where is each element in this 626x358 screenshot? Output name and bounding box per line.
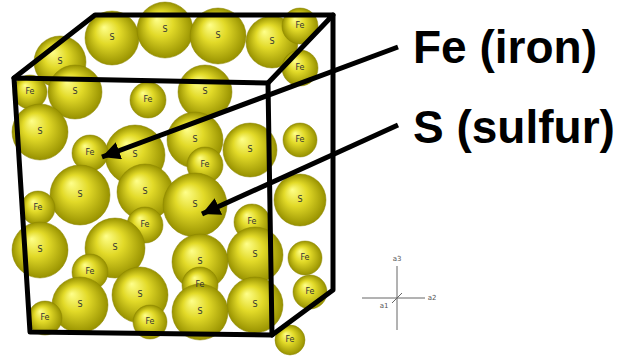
atom-label: S <box>77 301 82 309</box>
atom-label: S <box>72 88 77 96</box>
atom-label: Fe <box>85 268 94 276</box>
atom-label: S <box>252 251 257 259</box>
atom-label: S <box>269 38 274 46</box>
atom-label: S <box>37 128 42 136</box>
callout-label: Fe (iron) <box>413 24 597 70</box>
atom-label: S <box>77 191 82 199</box>
atom-label: Fe <box>40 314 49 322</box>
atom-label: Fe <box>295 136 304 144</box>
sulfur-atom <box>227 277 283 333</box>
callout-label: S (sulfur) <box>413 104 615 150</box>
atom-label: S <box>162 26 167 34</box>
atom-label: Fe <box>140 221 149 229</box>
cell-top-edges <box>14 15 333 83</box>
atom-label: S <box>112 244 117 252</box>
cell-front-face <box>14 78 272 335</box>
iron-atom <box>288 241 322 275</box>
atom-label: Fe <box>33 204 42 212</box>
leader-arrow <box>102 47 398 157</box>
atom-label: Fe <box>295 22 304 30</box>
sulfur-atom <box>137 2 193 58</box>
atom-label: Fe <box>300 254 309 262</box>
atom-label: S <box>297 196 302 204</box>
atom-label: S <box>215 32 220 40</box>
axis-label: a1 <box>380 303 389 310</box>
atom-label: Fe <box>200 161 209 169</box>
atom-label: Fe <box>195 281 204 289</box>
atom-label: S <box>137 291 142 299</box>
atom-label: S <box>37 246 42 254</box>
leader-arrow <box>202 125 398 214</box>
atom-label: Fe <box>285 336 294 344</box>
atom-label: Fe <box>85 149 94 157</box>
sulfur-atom <box>50 165 110 225</box>
sulfur-atom <box>274 174 326 226</box>
atom-label: S <box>192 201 197 209</box>
atom-label: Fe <box>305 288 314 296</box>
atom-label: S <box>197 258 202 266</box>
iron-atom <box>283 123 317 157</box>
axis-line <box>392 293 402 303</box>
atom-label: S <box>202 88 207 96</box>
atom-label: Fe <box>143 96 152 104</box>
sulfur-atom <box>172 234 228 290</box>
sulfur-atom <box>12 222 68 278</box>
atom-label: S <box>247 146 252 154</box>
axis-line <box>362 298 425 299</box>
atom-label: S <box>109 34 114 42</box>
atom-label: Fe <box>145 318 154 326</box>
atom-label: S <box>142 188 147 196</box>
axis-label: a3 <box>393 256 402 263</box>
iron-atom <box>130 82 166 118</box>
iron-atom <box>21 191 55 225</box>
atom-label: S <box>252 301 257 309</box>
atom-label: S <box>57 58 62 66</box>
atom-label: S <box>197 308 202 316</box>
atom-label: S <box>132 151 137 159</box>
atom-label: Fe <box>25 88 34 96</box>
axis-indicator <box>362 266 425 330</box>
atom-label: Fe <box>295 64 304 72</box>
atom-label: Fe <box>247 218 256 226</box>
cell-right-edges <box>272 15 333 335</box>
atom-label: S <box>192 136 197 144</box>
axis-label: a2 <box>428 295 437 302</box>
sulfur-atom <box>227 227 283 283</box>
